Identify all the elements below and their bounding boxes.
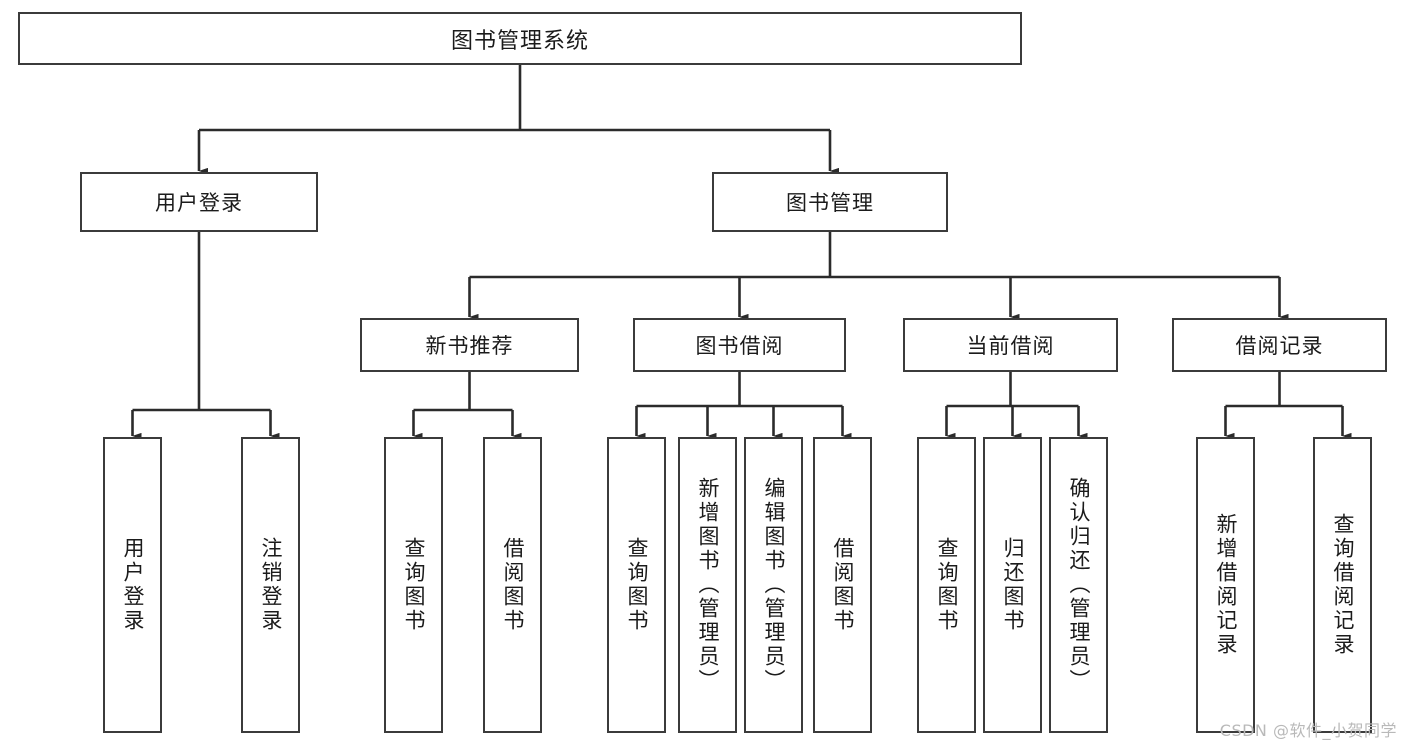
node-leaf-return-book[interactable]: 归还图书 [983,437,1042,733]
node-leaf-query-record[interactable]: 查询借阅记录 [1313,437,1372,733]
node-label: 图书管理 [786,191,874,215]
node-label: 借阅图书 [831,537,855,633]
node-label: 注销登录 [259,537,283,633]
node-leaf-user-login[interactable]: 用户登录 [103,437,162,733]
node-label: 新增图书（管理员） [696,477,720,693]
node-label: 编辑图书（管理员） [762,477,786,693]
node-leaf-confirm-return[interactable]: 确认归还（管理员） [1049,437,1108,733]
node-label: 用户登录 [155,191,243,215]
node-label: 借阅图书 [501,537,525,633]
node-label: 新书推荐 [425,334,514,358]
node-root[interactable]: 图书管理系统 [18,12,1022,65]
node-borrow-record[interactable]: 借阅记录 [1172,318,1387,372]
node-book-manage[interactable]: 图书管理 [712,172,948,232]
node-leaf-add-record[interactable]: 新增借阅记录 [1196,437,1255,733]
node-label: 借阅记录 [1235,334,1324,358]
node-leaf-query-book-1[interactable]: 查询图书 [384,437,443,733]
node-label: 图书借阅 [695,334,784,358]
node-leaf-add-book[interactable]: 新增图书（管理员） [678,437,737,733]
node-label: 查询借阅记录 [1331,513,1355,657]
node-leaf-query-book-3[interactable]: 查询图书 [917,437,976,733]
node-label: 归还图书 [1001,537,1025,633]
node-label: 图书管理系统 [450,28,589,54]
node-label: 查询图书 [402,537,426,633]
node-label: 新增借阅记录 [1214,513,1238,657]
node-leaf-query-book-2[interactable]: 查询图书 [607,437,666,733]
node-label: 查询图书 [625,537,649,633]
node-leaf-edit-book[interactable]: 编辑图书（管理员） [744,437,803,733]
node-leaf-borrow-book-2[interactable]: 借阅图书 [813,437,872,733]
node-leaf-borrow-book-1[interactable]: 借阅图书 [483,437,542,733]
node-book-borrow[interactable]: 图书借阅 [633,318,846,372]
node-user-login[interactable]: 用户登录 [80,172,318,232]
node-label: 确认归还（管理员） [1067,477,1091,693]
node-current-borrow[interactable]: 当前借阅 [903,318,1118,372]
node-new-book-rec[interactable]: 新书推荐 [360,318,579,372]
watermark-text: CSDN @软件_小贺同学 [1219,721,1397,740]
node-label: 用户登录 [121,537,145,633]
node-label: 查询图书 [935,537,959,633]
node-label: 当前借阅 [966,334,1055,358]
node-leaf-logout[interactable]: 注销登录 [241,437,300,733]
